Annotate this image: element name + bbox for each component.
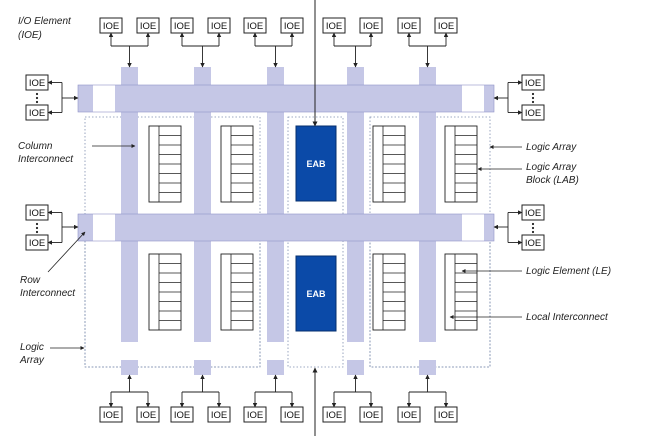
column-overlap-mid-3	[347, 214, 364, 241]
eab-block-1	[295, 255, 337, 332]
logic-array-border-4	[287, 116, 344, 368]
ioe-bottom-1-b-label: IOE	[211, 410, 227, 421]
ioe-ellipsis-dot	[35, 226, 39, 230]
ioe-top-1-b-label: IOE	[211, 21, 227, 32]
local-interconnect-label: Local Interconnect	[526, 312, 609, 323]
column-interconnect-label-line2: Interconnect	[18, 154, 74, 165]
ioe-ellipsis-dot	[35, 230, 39, 234]
column-gap-4	[419, 342, 436, 360]
ioe-top-2-b-label: IOE	[284, 21, 300, 32]
ioe-bottom-0-a-label: IOE	[103, 410, 119, 421]
ioe-top-0-b-label: IOE	[140, 21, 156, 32]
column-gap-2	[267, 342, 284, 360]
ioe-ellipsis-dot	[35, 92, 39, 96]
lab-1-3	[444, 253, 478, 331]
row-interconnect-label-line1: Row	[20, 275, 41, 286]
column-overlap-top-2	[267, 85, 284, 112]
column-overlap-mid-2	[267, 214, 284, 241]
ioe-left-0-a-label: IOE	[29, 78, 45, 89]
logic-array-right-label: Logic Array	[526, 142, 577, 153]
ioe-right-0-b-label: IOE	[525, 108, 541, 119]
ioe-right-1-b-label: IOE	[525, 238, 541, 249]
ioe-bottom-1-a-label: IOE	[174, 410, 190, 421]
ioe-ellipsis-dot	[531, 226, 535, 230]
ioe-top-4-b-label: IOE	[438, 21, 454, 32]
labels: I/O Element (IOE) Column Interconnect Ro…	[18, 0, 611, 436]
ioe-ellipsis-dot	[35, 100, 39, 104]
lab-0-1	[220, 125, 254, 203]
ioe-left-1-b-label: IOE	[29, 238, 45, 249]
ioe-top-1-a-label: IOE	[174, 21, 190, 32]
column-overlap-top-3	[347, 85, 364, 112]
ioe-bottom-4-a-label: IOE	[401, 410, 417, 421]
logic-array-left-label-line2: Array	[19, 355, 45, 366]
eab-label-0: EAB	[306, 159, 326, 169]
ioe-ellipsis-dot	[531, 230, 535, 234]
column-overlap-mid-4	[419, 214, 436, 241]
lab-0-0	[148, 125, 182, 203]
embedded-array-blocks: EAB EAB	[295, 125, 337, 332]
ioe-bottom-0-b-label: IOE	[140, 410, 156, 421]
row-interconnect-label-line2: Interconnect	[20, 288, 76, 299]
logic-array-block-label-line1: Logic Array	[526, 162, 577, 173]
logic-array-blocks	[148, 125, 478, 331]
io-element-label-line1: I/O Element	[18, 16, 72, 27]
ioe-ellipsis-dot	[531, 96, 535, 100]
ioe-ellipsis-dot	[531, 222, 535, 226]
ioe-bottom-4-b-label: IOE	[438, 410, 454, 421]
io-element-label-line2: (IOE)	[18, 30, 42, 41]
ioe-ellipsis-dot	[35, 96, 39, 100]
lab-0-2	[372, 125, 406, 203]
column-overlap-mid-1	[194, 214, 211, 241]
logic-array-borders	[84, 116, 491, 368]
ioe-top-4-a-label: IOE	[401, 21, 417, 32]
ioe-top-3-a-label: IOE	[326, 21, 342, 32]
ioe-right-1-a-label: IOE	[525, 208, 541, 219]
column-gap-1	[194, 342, 211, 360]
ioe-bottom-2-a-label: IOE	[247, 410, 263, 421]
ioe-ellipsis-dot	[531, 92, 535, 96]
ioe-bottom-3-a-label: IOE	[326, 410, 342, 421]
lab-0-3	[444, 125, 478, 203]
logic-array-block-label-line2: Block (LAB)	[526, 175, 579, 186]
lab-1-2	[372, 253, 406, 331]
column-gap-3	[347, 342, 364, 360]
logic-array-left-label-line1: Logic	[20, 342, 44, 353]
ioe-bottom-2-b-label: IOE	[284, 410, 300, 421]
ioe-left-0-b-label: IOE	[29, 108, 45, 119]
io-elements: IOE IOE IOE IOE IOE IOE IOE IOE IOE IOE IOE IOE IOE I…	[25, 17, 545, 423]
ioe-top-3-b-label: IOE	[363, 21, 379, 32]
row-interconnect-pointer	[47, 231, 86, 273]
ioe-right-0-a-label: IOE	[525, 78, 541, 89]
ioe-ellipsis-dot	[35, 222, 39, 226]
row-gap-1	[93, 214, 115, 241]
column-overlap-mid-0	[121, 214, 138, 241]
ioe-ellipsis-dot	[531, 100, 535, 104]
row-gap-3	[462, 214, 484, 241]
ioe-top-0-a-label: IOE	[103, 21, 119, 32]
lab-1-1	[220, 253, 254, 331]
row-gap-0	[93, 85, 115, 112]
column-overlap-top-4	[419, 85, 436, 112]
ioe-left-1-a-label: IOE	[29, 208, 45, 219]
column-interconnect-label-line1: Column	[18, 141, 53, 152]
column-overlap-top-1	[194, 85, 211, 112]
logic-element-label: Logic Element (LE)	[526, 266, 611, 277]
lab-1-0	[148, 253, 182, 331]
ioe-bottom-3-b-label: IOE	[363, 410, 379, 421]
ioe-top-2-a-label: IOE	[247, 21, 263, 32]
eab-label-1: EAB	[306, 289, 326, 299]
interconnect-channels	[77, 67, 495, 375]
column-gap-0	[121, 342, 138, 360]
eab-block-0	[295, 125, 337, 202]
row-gap-2	[462, 85, 484, 112]
column-overlap-top-0	[121, 85, 138, 112]
